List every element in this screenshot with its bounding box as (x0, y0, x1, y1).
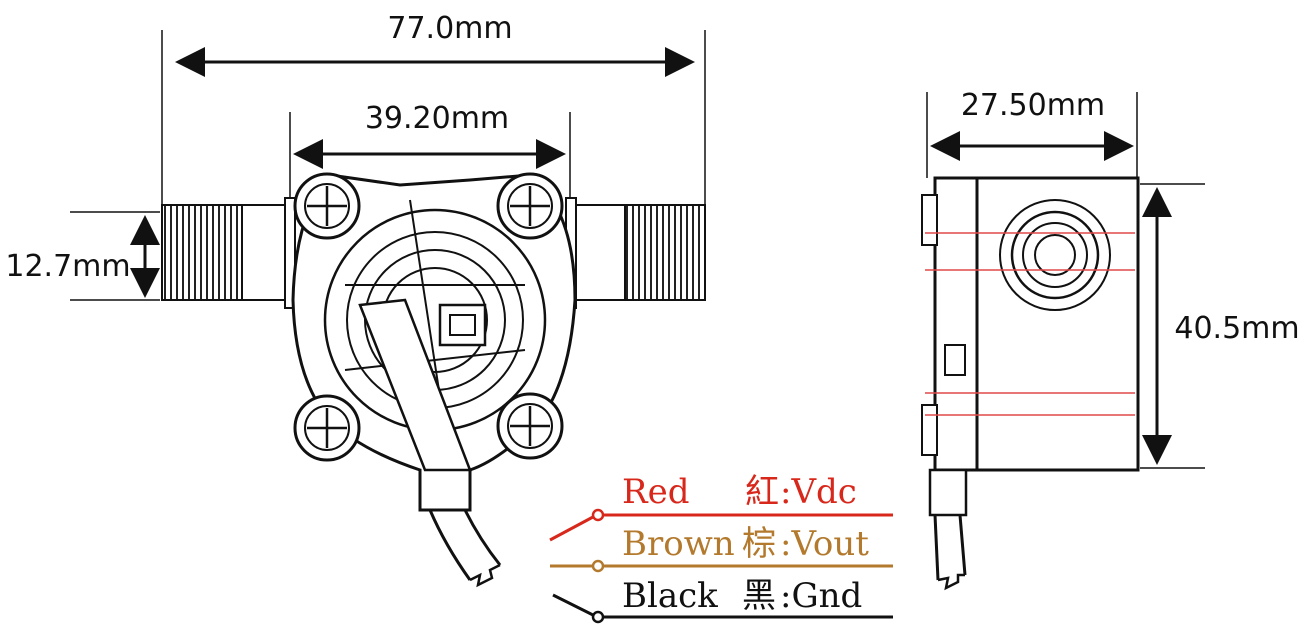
screw-top-right (496, 172, 564, 240)
wire-legend: Red 紅 :Vdc Brown 棕 :Vout Black 黑 :Gnd (549, 472, 893, 624)
side-cable-left-edge (933, 514, 940, 581)
red-wire-cn: 紅 (745, 472, 779, 512)
red-wire-name: Red (622, 472, 690, 512)
side-port-bore (1034, 234, 1076, 276)
side-cable-boot (928, 468, 968, 517)
right-thread (624, 204, 706, 301)
overall-length-label: 77.0mm (387, 11, 512, 46)
side-front-plate (933, 176, 979, 472)
black-wire-name: Black (622, 576, 718, 616)
side-view: 27.50mm 40.5mm (921, 88, 1300, 591)
screw-bottom-left (293, 394, 361, 462)
left-pipe (241, 204, 288, 301)
right-pipe (574, 204, 626, 301)
cable-channel (358, 298, 472, 472)
body-length-label: 39.20mm (365, 101, 509, 136)
side-screw-top (921, 194, 938, 246)
red-wire-lead (549, 515, 594, 542)
side-height-label: 40.5mm (1174, 311, 1299, 346)
side-width-label: 27.50mm (961, 88, 1105, 123)
brown-wire-signal: :Vout (780, 524, 869, 564)
brown-wire-cn: 棕 (742, 524, 776, 564)
black-wire-signal: :Gnd (780, 576, 862, 616)
black-wire-lead (552, 593, 594, 617)
side-cable-right-edge (958, 514, 967, 576)
cable-left-edge (428, 509, 472, 581)
left-thread (161, 204, 243, 301)
spoke (344, 349, 526, 371)
screw-top-left (293, 172, 361, 240)
side-cable-cut (937, 573, 965, 591)
black-wire-cn: 黑 (742, 576, 776, 616)
left-flange (284, 197, 296, 309)
hall-sensor-chip (449, 314, 476, 336)
red-wire-signal: :Vdc (780, 472, 857, 512)
cable-right-edge (463, 509, 502, 566)
side-screw-bottom (921, 404, 938, 456)
red-wire-terminal (591, 508, 605, 522)
brown-wire-terminal (591, 559, 605, 573)
front-view: 77.0mm 39.20mm 12.7mm (5, 11, 706, 588)
black-wire-terminal (591, 610, 605, 624)
thread-diameter-label: 12.7mm (5, 249, 130, 284)
side-connector (944, 344, 966, 376)
cable-cut (469, 563, 501, 588)
screw-bottom-right (496, 392, 564, 460)
brown-wire-name: Brown (622, 524, 735, 564)
